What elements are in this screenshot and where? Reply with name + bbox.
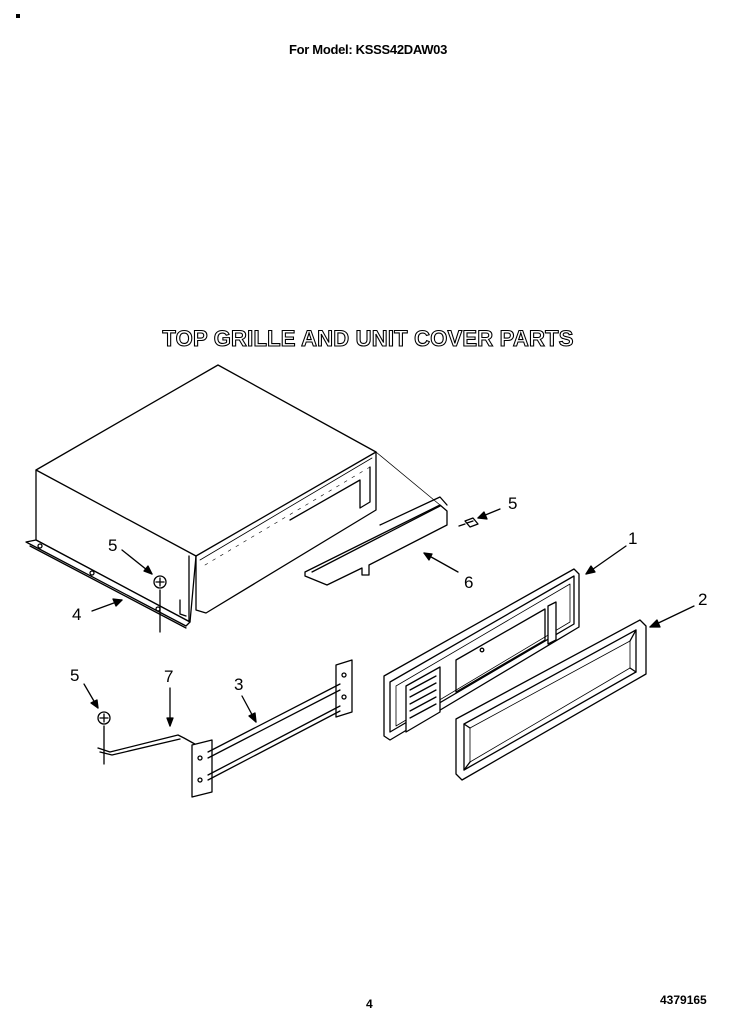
rail-part-3 xyxy=(191,659,353,798)
corner-mark xyxy=(16,14,20,18)
grille-frame-part-1 xyxy=(383,568,580,741)
callout-5-bottom: 5 xyxy=(70,666,79,685)
page-title: TOP GRILLE AND UNIT COVER PARTS xyxy=(162,325,574,351)
document-number: 4379165 xyxy=(660,993,707,1007)
model-header: For Model: KSSS42DAW03 xyxy=(288,42,448,57)
callout-7: 7 xyxy=(164,667,173,686)
callout-5-top: 5 xyxy=(508,494,517,513)
screw-part-5-top xyxy=(458,517,479,528)
callout-2: 2 xyxy=(698,590,707,609)
callout-4: 4 xyxy=(72,605,81,624)
page-number: 4 xyxy=(366,997,373,1011)
callout-3: 3 xyxy=(234,675,243,694)
screw-part-5-left xyxy=(153,575,167,633)
leader-lines xyxy=(83,508,695,727)
grille-face-part-2 xyxy=(455,619,647,781)
callout-6: 6 xyxy=(464,573,473,592)
wire-part-7 xyxy=(97,734,203,756)
callout-5-left: 5 xyxy=(108,536,117,555)
screw-part-5-bottom xyxy=(97,711,111,765)
bracket-part-6 xyxy=(304,451,448,586)
callout-1: 1 xyxy=(628,529,637,548)
